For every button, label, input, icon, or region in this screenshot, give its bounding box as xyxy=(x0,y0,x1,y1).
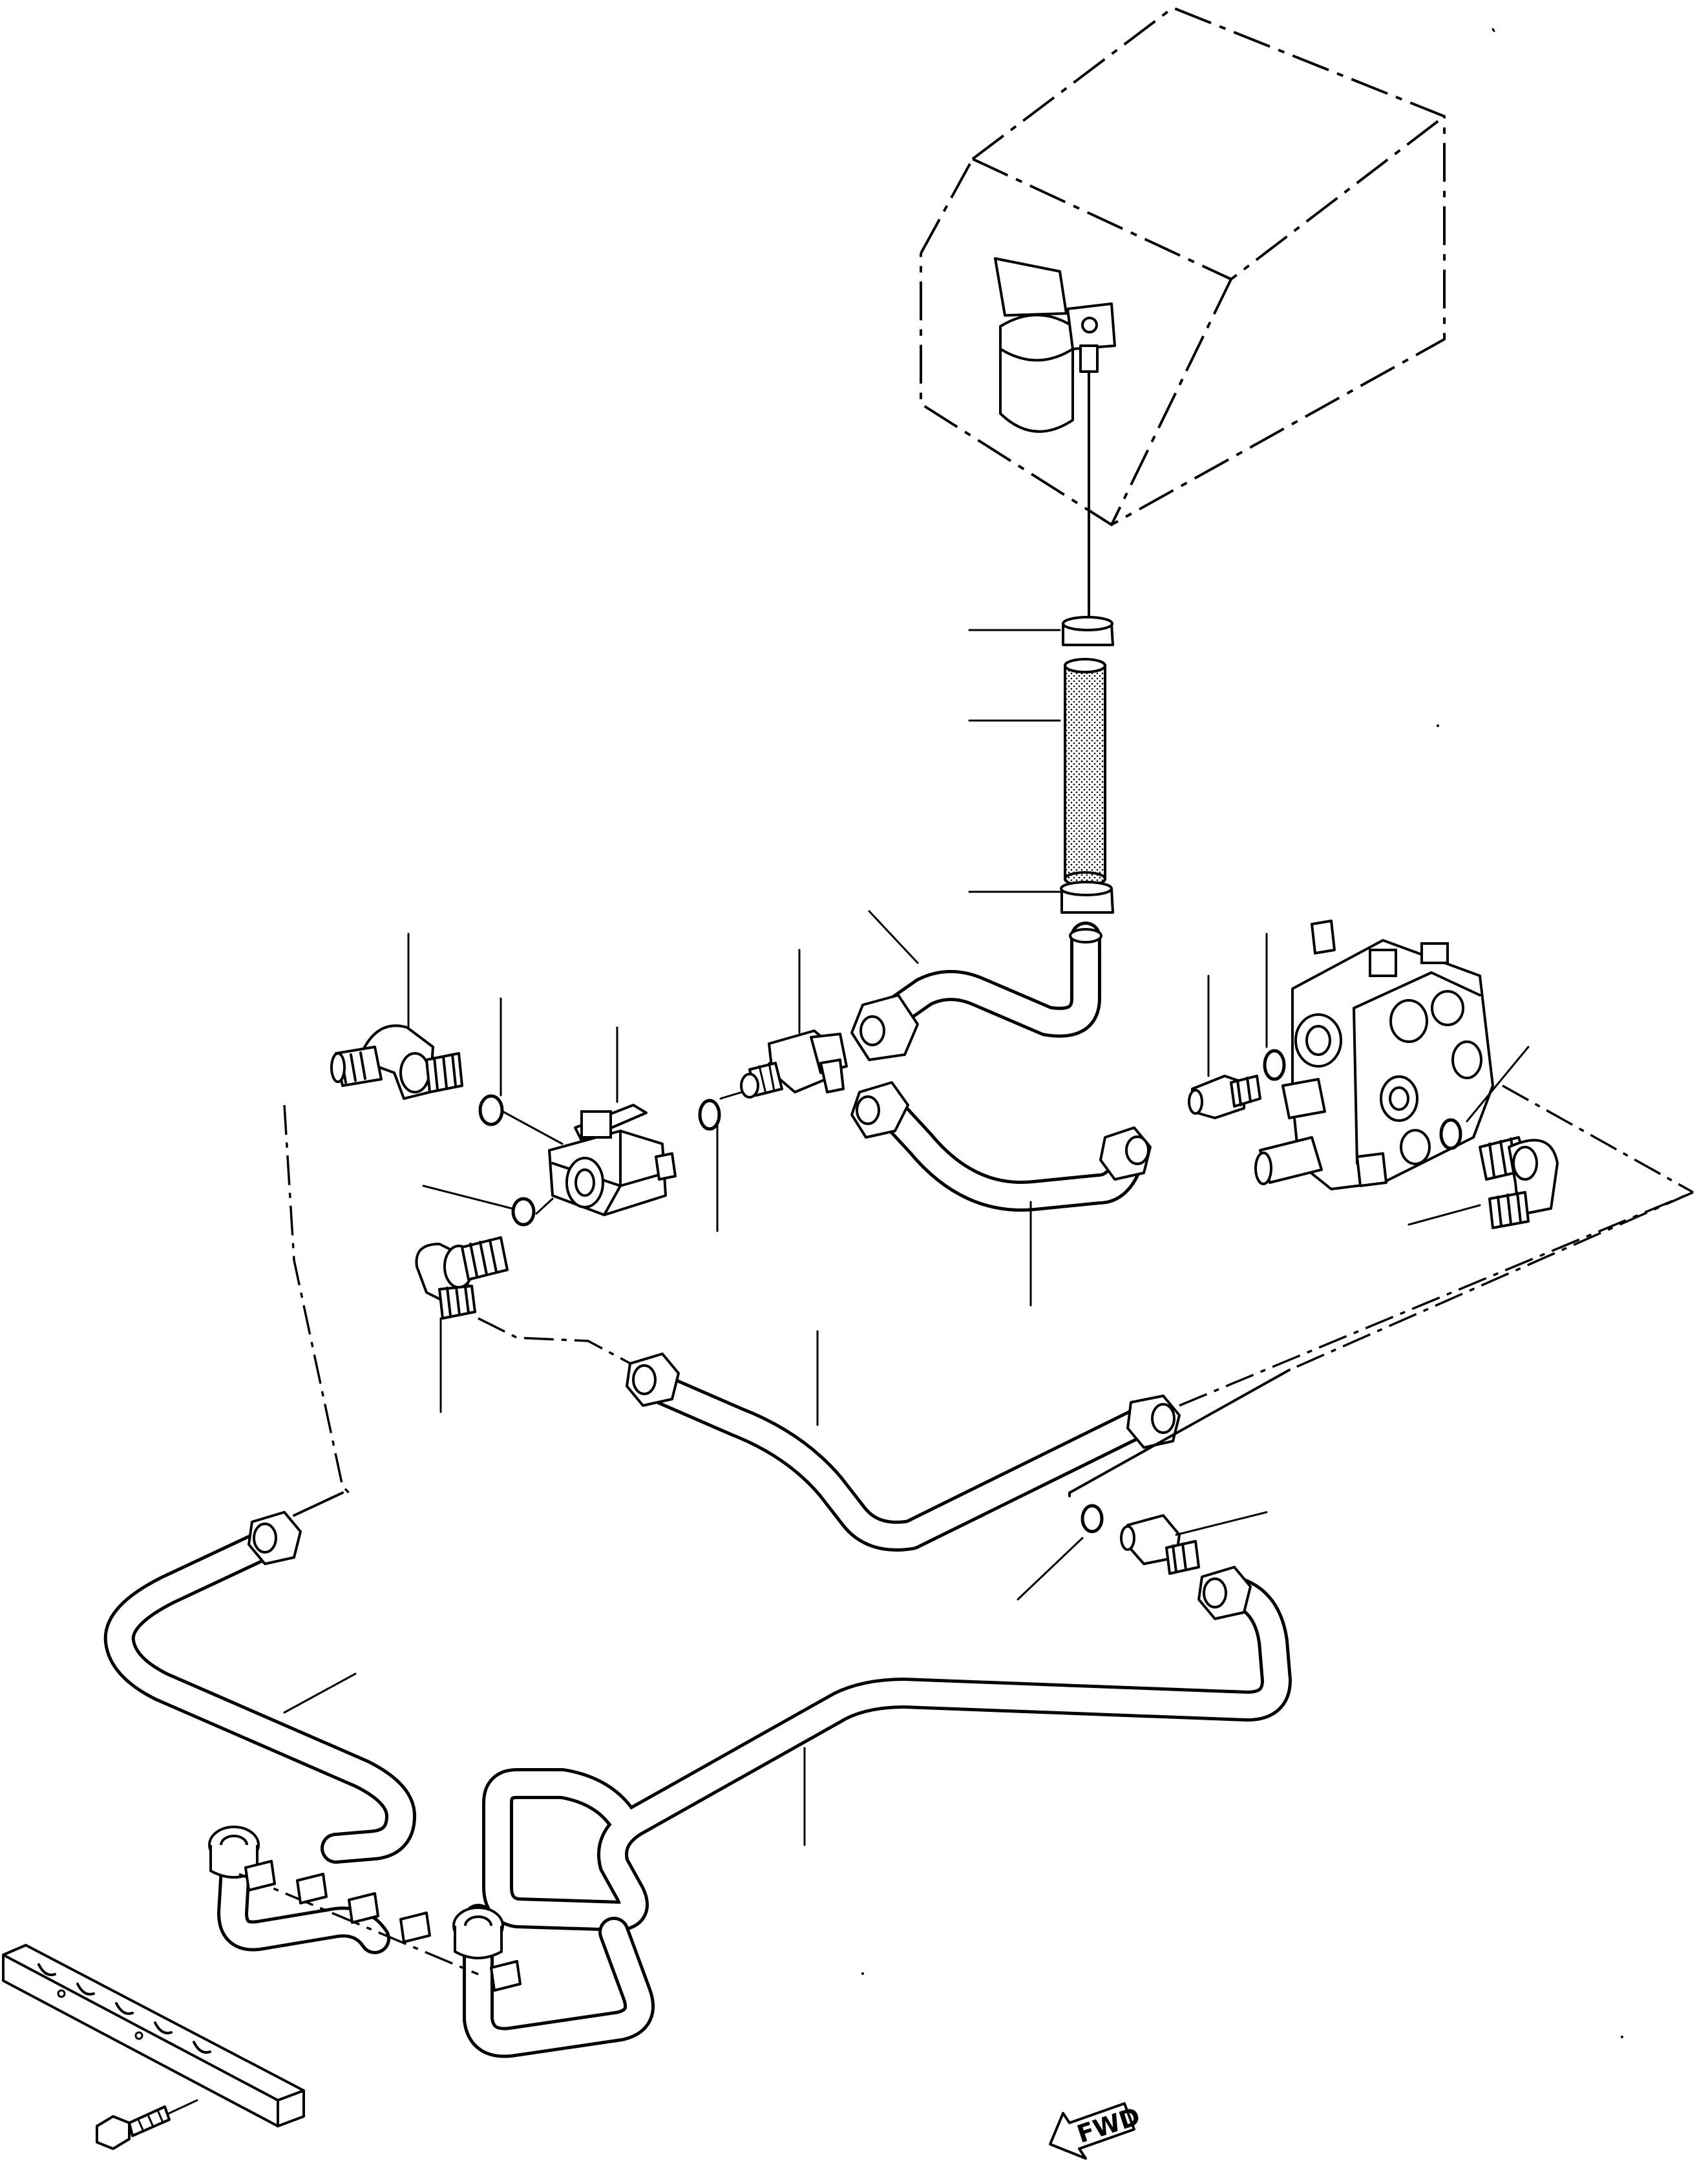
pressure-tube-left xyxy=(103,1511,416,1864)
pressure-tube-lower xyxy=(482,1566,1292,1932)
elbow-fitting-right xyxy=(1479,1136,1559,1229)
return-tube-middle xyxy=(850,1081,1152,1212)
o-ring-valve-port-1 xyxy=(1263,1049,1286,1081)
hydraulic-tank xyxy=(920,6,1495,527)
adapter-valve-inlet xyxy=(1188,1075,1261,1119)
elbow-fitting-upper xyxy=(330,1024,463,1100)
control-valve xyxy=(1254,920,1494,1190)
hose-clamp-upper xyxy=(1062,616,1114,646)
mounting-bolt xyxy=(96,2105,171,2150)
tube-clamp-bracket xyxy=(208,1826,522,1992)
o-ring-valve-port-2 xyxy=(1439,1118,1462,1150)
o-ring-lower-adapter xyxy=(1081,1504,1104,1534)
tank-filter xyxy=(994,257,1116,433)
o-ring-valve-lower xyxy=(511,1197,536,1227)
pressure-tube-loop xyxy=(217,1842,655,2058)
return-tube-long xyxy=(626,1353,1181,1552)
mounting-rail xyxy=(2,1944,305,2127)
adapter-lower xyxy=(1120,1514,1200,1575)
o-ring-tee xyxy=(698,1099,721,1131)
hose-clamp-lower xyxy=(1060,881,1114,914)
forward-direction-arrow: FWD xyxy=(1049,2102,1144,2160)
return-tube-upper xyxy=(850,922,1102,1061)
ball-valve xyxy=(548,1104,677,1216)
rubber-hose xyxy=(1064,658,1106,887)
tee-fitting xyxy=(740,1029,848,1099)
elbow-fitting-lower xyxy=(415,1236,509,1320)
o-ring-valve-left xyxy=(478,1094,504,1126)
